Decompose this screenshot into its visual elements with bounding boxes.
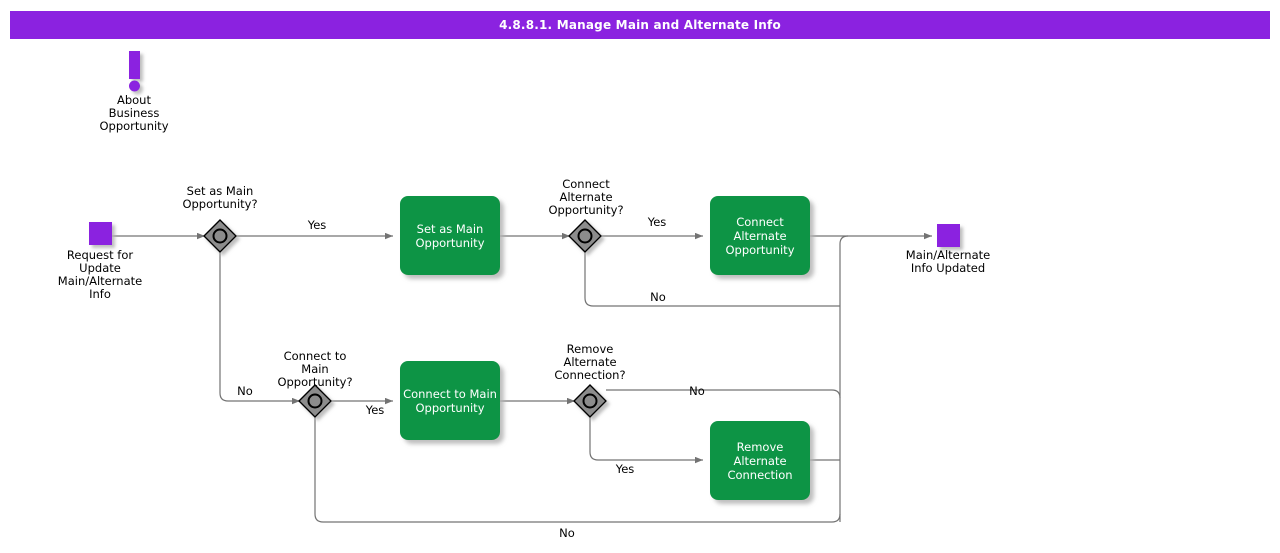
gateway-connect-to-main-label-3: Opportunity? xyxy=(277,375,352,389)
task-connect-to-main-label-1: Connect to Main xyxy=(403,387,497,401)
edge-merge-vertical xyxy=(839,235,849,522)
gateway-remove-alternate-label-1: Remove xyxy=(567,342,614,356)
gateway-connect-to-main-label-2: Main xyxy=(301,362,328,376)
edge-label-remove-alternate-no: No xyxy=(689,384,705,398)
edge-gw3-no xyxy=(314,417,841,523)
gateway-remove-alternate[interactable]: Remove Alternate Connection? xyxy=(554,342,626,418)
task-set-as-main-label-2: Opportunity xyxy=(415,236,484,250)
task-remove-alternate-label-1: Remove xyxy=(737,440,784,454)
page-title: 4.8.8.1. Manage Main and Alternate Info xyxy=(499,18,781,32)
exclamation-icon xyxy=(129,51,140,92)
task-remove-alternate[interactable]: Remove Alternate Connection xyxy=(710,421,810,500)
task-set-as-main-label-1: Set as Main xyxy=(417,222,484,236)
edge-layer: task set as main --> task connect altern… xyxy=(112,232,932,523)
edge-label-connect-alternate-yes: Yes xyxy=(647,215,667,229)
task-connect-alternate-label-3: Opportunity xyxy=(725,243,794,257)
edge-label-connect-alternate-no: No xyxy=(650,290,666,304)
task-connect-alternate-label-1: Connect xyxy=(736,215,784,229)
task-connect-alternate-label-2: Alternate xyxy=(733,229,786,243)
gateway-set-as-main-label-2: Opportunity? xyxy=(182,197,257,211)
edge-label-layer: Yes No Yes No Yes No No Yes xyxy=(237,215,705,540)
gateway-remove-alternate-label-3: Connection? xyxy=(554,368,625,382)
annotation-about-business-opportunity[interactable]: About Business Opportunity xyxy=(99,51,169,133)
edge-gw4-yes xyxy=(589,417,703,464)
annotation-line-2: Business xyxy=(109,106,160,120)
annotation-line-1: About xyxy=(117,93,151,107)
edge-gw2-no xyxy=(584,252,840,307)
gateway-connect-to-main-label-1: Connect to xyxy=(284,349,347,363)
start-event-label-3: Main/Alternate xyxy=(58,274,142,288)
start-event[interactable]: Request for Update Main/Alternate Info xyxy=(58,222,142,301)
task-connect-to-main-label-2: Opportunity xyxy=(415,401,484,415)
task-connect-to-main[interactable]: Connect to Main Opportunity xyxy=(400,361,500,440)
end-event-label-1: Main/Alternate xyxy=(906,248,990,262)
page-title-bar: 4.8.8.1. Manage Main and Alternate Info xyxy=(10,11,1270,39)
gateway-connect-alternate-label-3: Opportunity? xyxy=(548,203,623,217)
edge-label-connect-to-main-no: No xyxy=(559,526,575,540)
start-event-label-4: Info xyxy=(89,287,111,301)
gateway-connect-to-main[interactable]: Connect to Main Opportunity? xyxy=(277,349,353,418)
gateway-set-as-main-label-1: Set as Main xyxy=(187,184,254,198)
gateway-connect-alternate-label-2: Alternate xyxy=(559,190,612,204)
start-event-label-1: Request for xyxy=(67,248,133,262)
edge-label-set-as-main-yes: Yes xyxy=(307,218,327,232)
task-connect-alternate[interactable]: Connect Alternate Opportunity xyxy=(710,196,810,275)
edge-label-set-as-main-no: No xyxy=(237,384,253,398)
edge-gw1-no xyxy=(219,252,300,405)
start-event-label-2: Update xyxy=(79,261,121,275)
gateway-set-as-main[interactable]: Set as Main Opportunity? xyxy=(182,184,258,253)
edge-label-remove-alternate-yes: Yes xyxy=(615,462,635,476)
task-remove-alternate-label-3: Connection xyxy=(727,468,792,482)
gateway-connect-alternate[interactable]: Connect Alternate Opportunity? xyxy=(548,177,624,253)
edge-label-connect-to-main-yes: Yes xyxy=(365,403,385,417)
annotation-line-3: Opportunity xyxy=(99,119,168,133)
end-event-label-2: Info Updated xyxy=(911,261,985,275)
gateway-connect-alternate-label-1: Connect xyxy=(562,177,610,191)
end-event[interactable]: Main/Alternate Info Updated xyxy=(906,224,990,275)
edge-gw4-no xyxy=(606,389,841,399)
gateway-remove-alternate-label-2: Alternate xyxy=(563,355,616,369)
task-set-as-main[interactable]: Set as Main Opportunity xyxy=(400,196,500,275)
task-remove-alternate-label-2: Alternate xyxy=(733,454,786,468)
